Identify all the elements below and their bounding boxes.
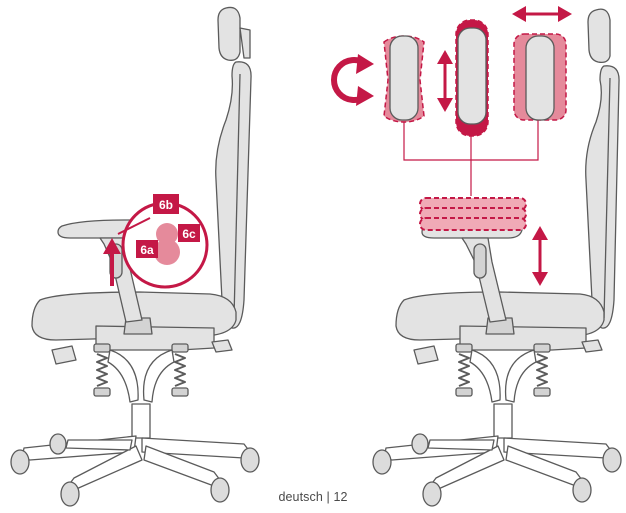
right-headrest (587, 8, 611, 64)
left-backrest (215, 61, 252, 329)
footer-page-number: 12 (333, 490, 348, 504)
left-springs (93, 343, 189, 397)
left-gas-lift (131, 403, 151, 439)
footer-language: deutsch (278, 490, 323, 504)
callout-label-6a: 6a (140, 243, 154, 257)
right-casters (372, 433, 622, 507)
right-arm-support (461, 237, 507, 323)
footer-separator: | (322, 490, 334, 504)
callout-badge-6c (178, 224, 200, 242)
pad-connector-lines (403, 118, 539, 196)
armrest-pad-width-view (513, 33, 567, 121)
left-casters (10, 433, 260, 507)
armrest-pad-stack (419, 197, 527, 231)
armrest-adjustment-callout: 6b 6a 6c (117, 194, 209, 289)
right-springs (455, 343, 551, 397)
left-base (21, 435, 251, 491)
rotate-arrow-icon (331, 54, 374, 106)
horizontal-double-arrow-icon (512, 6, 572, 22)
armrest-pad-depth-view (455, 19, 489, 137)
callout-label-6c: 6c (182, 227, 196, 241)
left-headrest (217, 6, 241, 61)
vertical-double-arrow-icon (437, 50, 453, 112)
callout-label-6b: 6b (159, 198, 173, 212)
page-footer: deutsch | 12 (0, 490, 626, 504)
callout-badge-6b (153, 194, 179, 214)
right-chair (372, 8, 622, 507)
armrest-pad-rotation-view (383, 35, 425, 123)
right-backrest (585, 65, 620, 329)
up-arrow-icon (103, 238, 121, 286)
right-gas-lift (493, 403, 513, 439)
callout-badge-6a (136, 240, 158, 258)
right-base (383, 435, 613, 491)
height-double-arrow-icon (532, 226, 548, 286)
